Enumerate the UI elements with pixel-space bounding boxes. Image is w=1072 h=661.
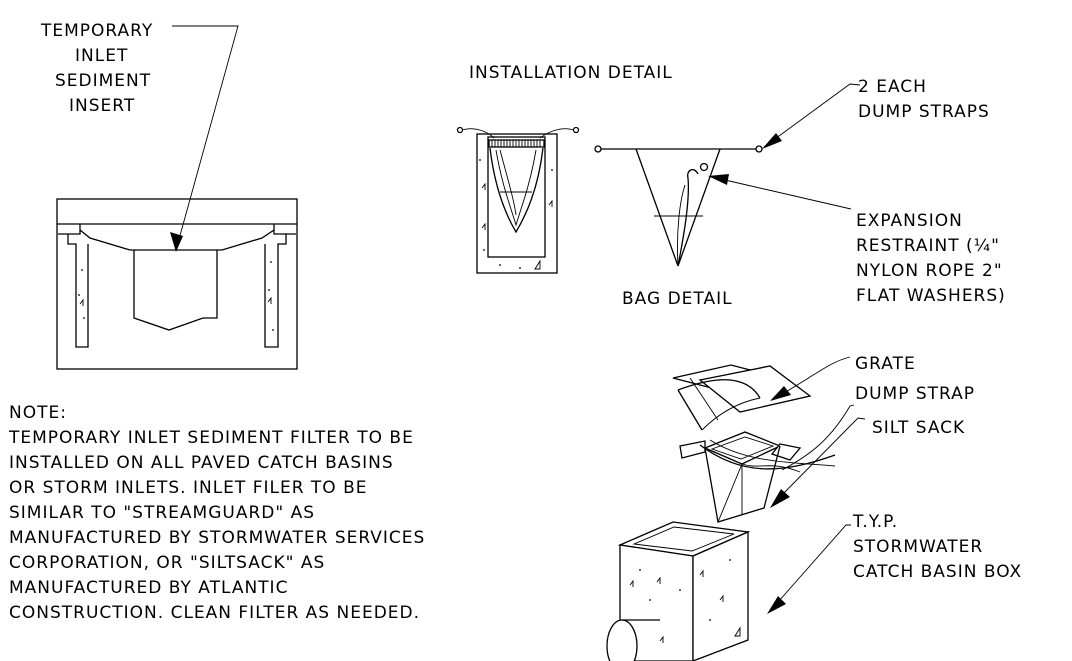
expansion-restraint-leader [708, 174, 852, 210]
expansion-label-line1: EXPANSION [856, 211, 963, 231]
note-line: MANUFACTURED BY STORMWATER SERVICES [9, 528, 425, 548]
dump-straps-label-line1: 2 EACH [858, 77, 927, 97]
dump-straps-label-line2: DUMP STRAPS [858, 102, 990, 122]
typ-label-line1: T.Y.P. [852, 512, 898, 532]
installation-detail-view [456, 126, 580, 274]
arrowhead [170, 232, 183, 252]
typ-label-line3: CATCH BASIN BOX [853, 562, 1022, 582]
bag-detail-view [594, 145, 763, 267]
catch-basin-leader [767, 524, 851, 614]
bag-detail-title: BAG DETAIL [622, 289, 733, 309]
grate-hatch [488, 139, 545, 148]
grate-plate [698, 365, 812, 413]
expansion-label-line4: FLAT WASHERS) [856, 286, 1006, 306]
note-line: MANUFACTURED BY ATLANTIC [9, 578, 288, 598]
insert-label-line1: TEMPORARY [40, 21, 153, 41]
insert-label-line3: SEDIMENT [55, 71, 151, 91]
dump-straps-leader [762, 83, 861, 149]
dump-strap-label: DUMP STRAP [855, 384, 975, 404]
note-line: OR STORM INLETS. INLET FILER TO BE [9, 478, 368, 498]
grate-label: GRATE [855, 354, 916, 374]
installation-detail-title: INSTALLATION DETAIL [469, 63, 673, 83]
note-line: TEMPORARY INLET SEDIMENT FILTER TO BE [8, 428, 414, 448]
insert-label-line4: INSERT [69, 96, 135, 116]
note-line: CORPORATION, OR "SILTSACK" AS [9, 553, 325, 573]
insert-label-line2: INLET [75, 46, 128, 66]
grate-leader [770, 356, 851, 401]
silt-sack-label: SILT SACK [872, 418, 965, 438]
note-block: NOTE: TEMPORARY INLET SEDIMENT FILTER TO… [8, 403, 425, 623]
dump-strap-leader [781, 404, 855, 471]
expansion-label-line3: NYLON ROPE 2" [856, 261, 1003, 281]
silt-sack-leader [770, 417, 866, 508]
note-line: SIMILAR TO "STREAMGUARD" AS [9, 503, 315, 523]
note-line: CONSTRUCTION. CLEAN FILTER AS NEEDED. [9, 603, 420, 623]
inlet-section-view [56, 25, 298, 370]
exploded-isometric-view [606, 364, 836, 661]
expansion-label-line2: RESTRAINT (¼" [856, 236, 1000, 256]
typ-label-line2: STORMWATER [853, 537, 983, 557]
note-line: INSTALLED ON ALL PAVED CATCH BASINS [9, 453, 394, 473]
concrete-texture [78, 261, 274, 331]
note-title: NOTE: [9, 403, 67, 423]
